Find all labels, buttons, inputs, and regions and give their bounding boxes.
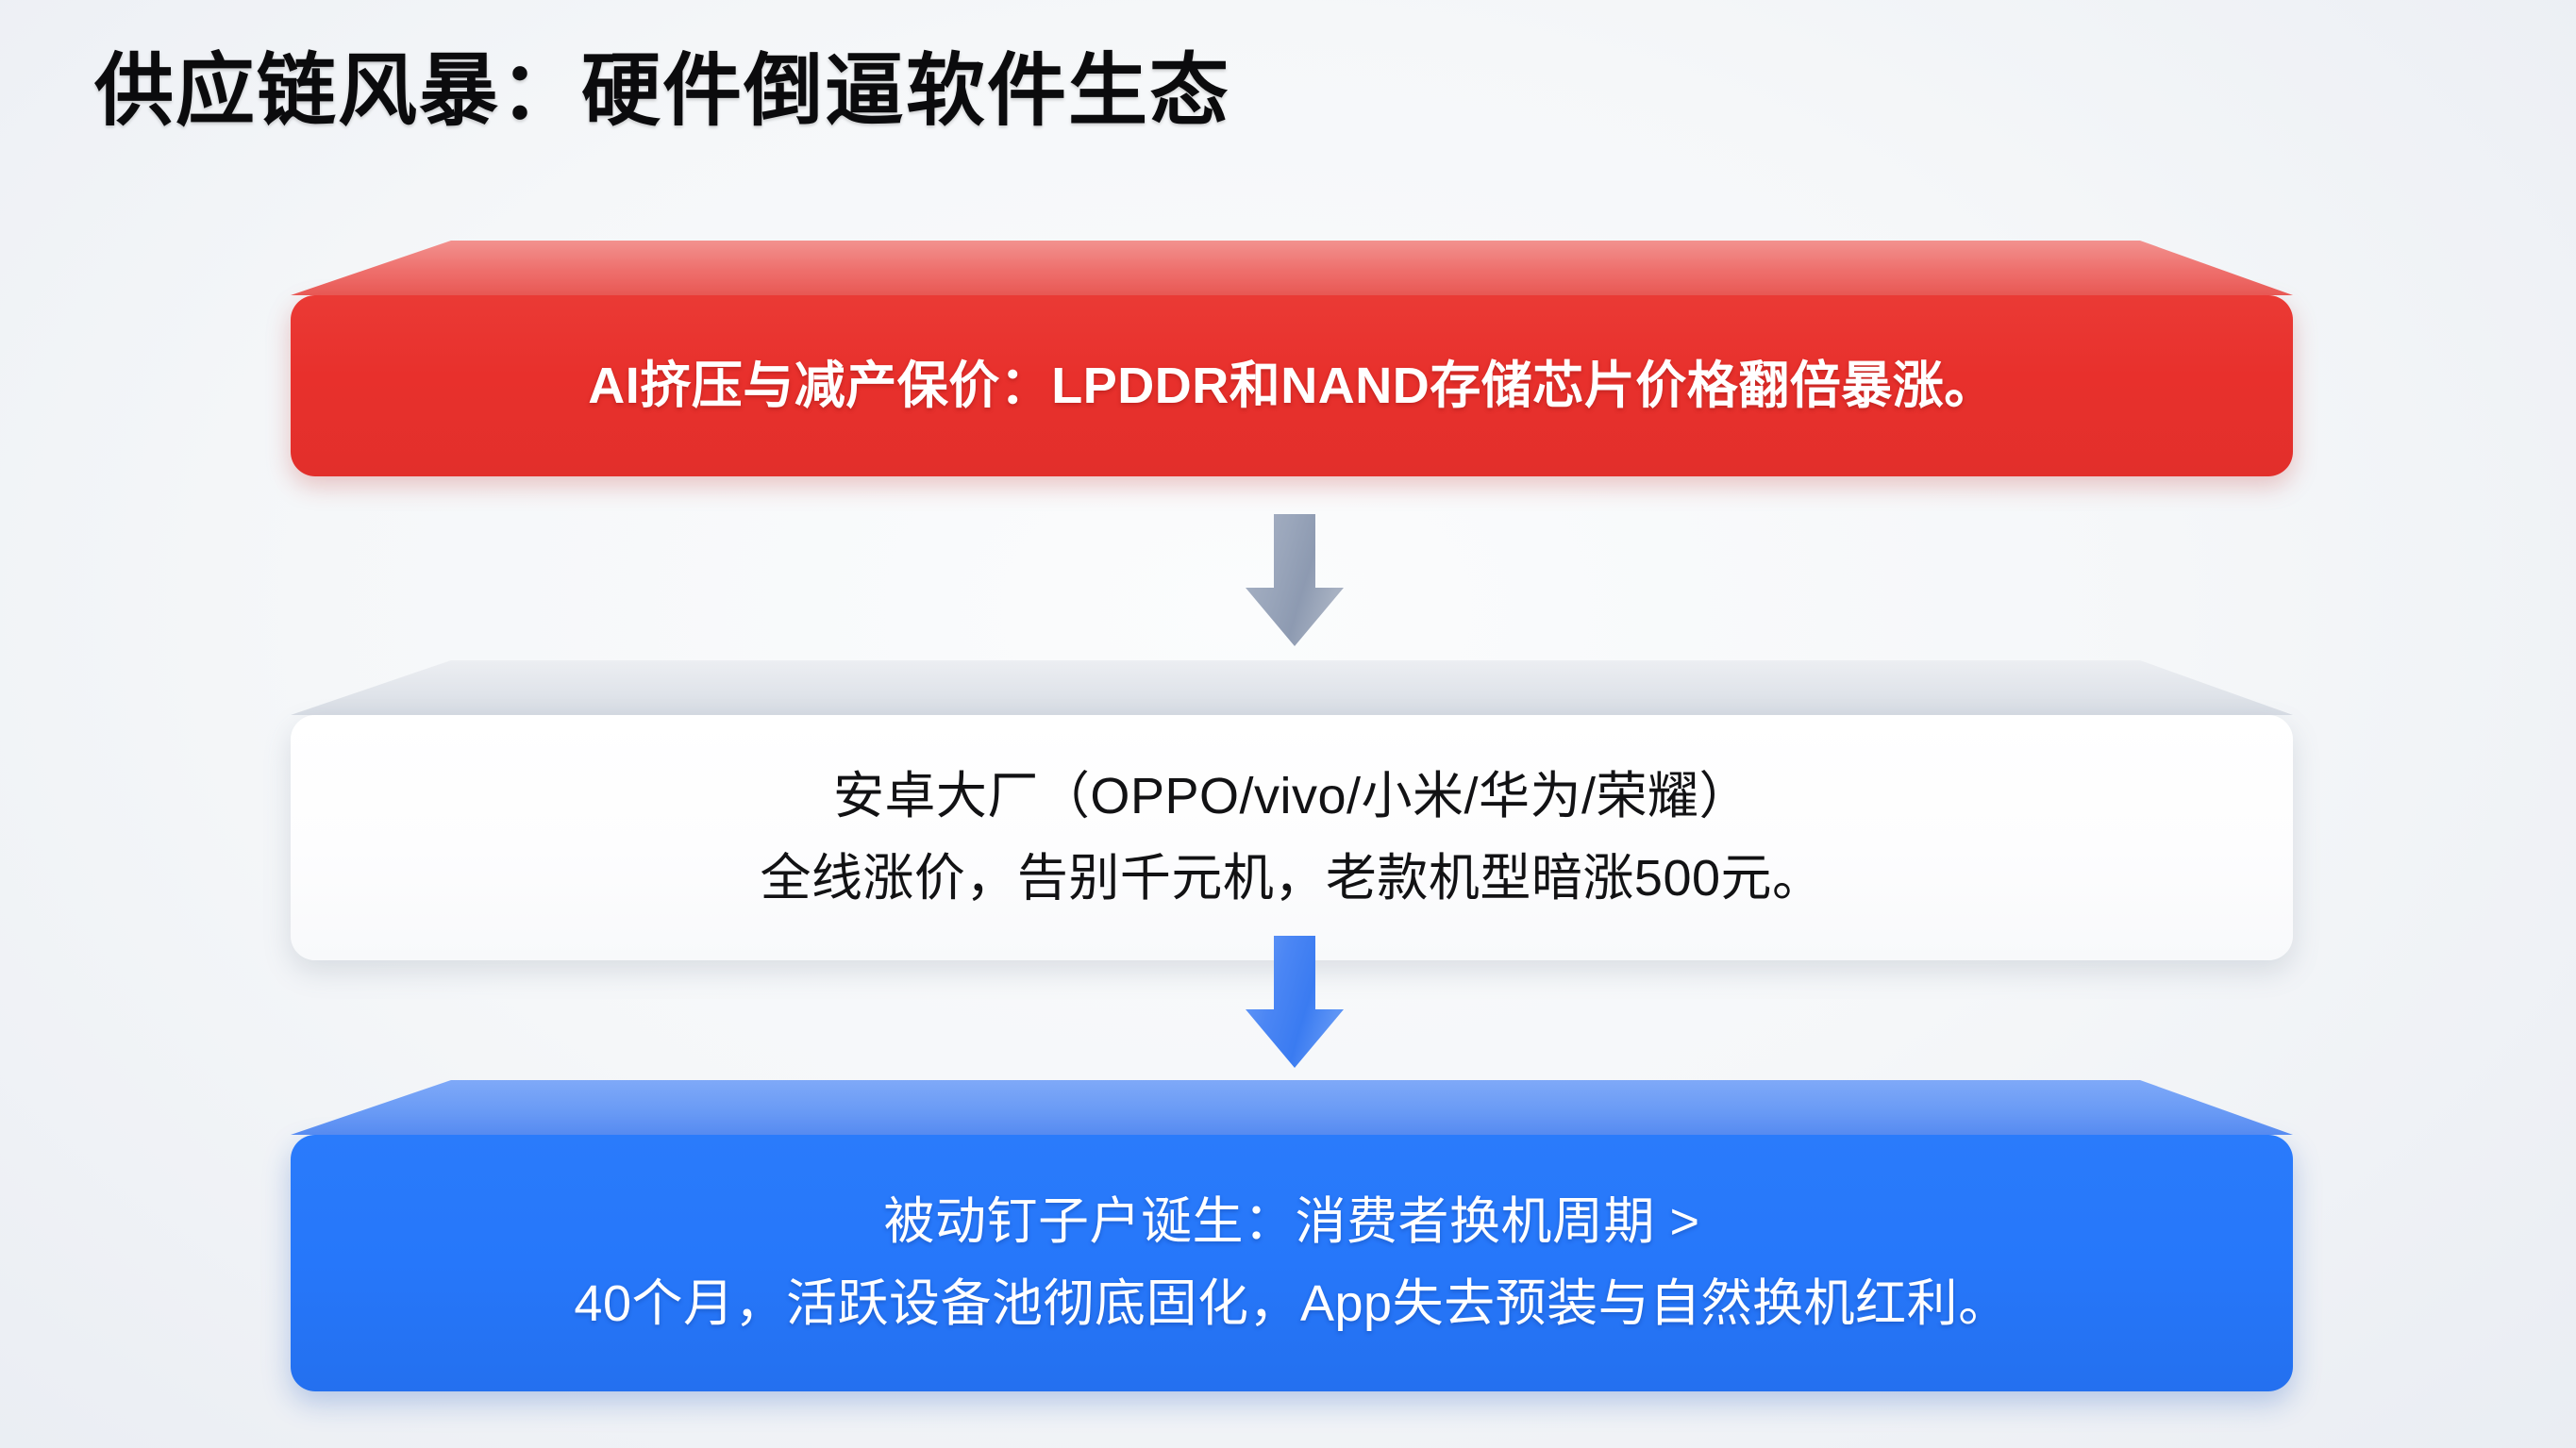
passive-holdout-box-top-face [291, 1080, 2293, 1139]
android-oem-line-2: 全线涨价，告别千元机，老款机型暗涨500元。 [760, 850, 1824, 907]
passive-holdout-box: 被动钉子户诞生：消费者换机周期 > 40个月，活跃设备池彻底固化，App失去预装… [291, 1080, 2293, 1391]
supply-shock-text: AI挤压与减产保价：LPDDR和NAND存储芯片价格翻倍暴涨。 [588, 353, 1995, 419]
android-oem-line-1: 安卓大厂（OPPO/vivo/小米/华为/荣耀） [832, 767, 1751, 824]
android-oem-text: 安卓大厂（OPPO/vivo/小米/华为/荣耀） 全线涨价，告别千元机，老款机型… [760, 756, 1823, 921]
passive-holdout-text: 被动钉子户诞生：消费者换机周期 > 40个月，活跃设备池彻底固化，App失去预装… [574, 1181, 2009, 1346]
passive-holdout-box-face: 被动钉子户诞生：消费者换机周期 > 40个月，活跃设备池彻底固化，App失去预装… [291, 1135, 2293, 1391]
supply-shock-box-face: AI挤压与减产保价：LPDDR和NAND存储芯片价格翻倍暴涨。 [291, 295, 2293, 476]
passive-holdout-line-1: 被动钉子户诞生：消费者换机周期 > [883, 1192, 1700, 1250]
passive-holdout-line-2: 40个月，活跃设备池彻底固化，App失去预装与自然换机红利。 [574, 1275, 2010, 1332]
supply-shock-box: AI挤压与减产保价：LPDDR和NAND存储芯片价格翻倍暴涨。 [291, 241, 2293, 476]
supply-shock-line-1: AI挤压与减产保价：LPDDR和NAND存储芯片价格翻倍暴涨。 [588, 357, 1996, 414]
down-arrow-icon-supply-to-oem [1242, 514, 1347, 646]
android-oem-box-top-face [291, 660, 2293, 719]
android-oem-box: 安卓大厂（OPPO/vivo/小米/华为/荣耀） 全线涨价，告别千元机，老款机型… [291, 660, 2293, 962]
down-arrow-icon-oem-to-users [1242, 936, 1347, 1068]
supply-shock-box-top-face [291, 241, 2293, 299]
page-title: 供应链风暴：硬件倒逼软件生态 [94, 46, 1231, 135]
android-oem-box-face: 安卓大厂（OPPO/vivo/小米/华为/荣耀） 全线涨价，告别千元机，老款机型… [291, 715, 2293, 960]
